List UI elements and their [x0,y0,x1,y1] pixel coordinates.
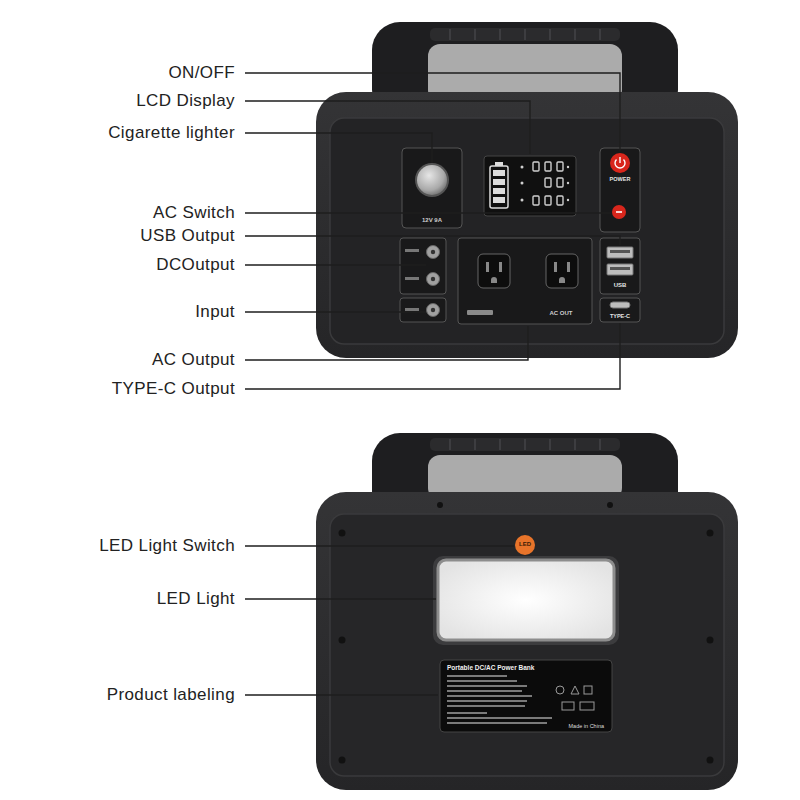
dc-port [427,246,440,259]
power-button [610,153,630,173]
usb-bay [600,238,640,294]
ac-outlet [478,254,510,288]
callout-label: AC Output [152,350,235,370]
led-frame [433,556,619,645]
port-mark [405,277,419,280]
label-heading: Portable DC/AC Power Bank [447,664,534,672]
typec-port [610,302,630,308]
back-panel [330,514,724,776]
callout-label: AC Switch [153,203,235,223]
leader-line [245,694,438,695]
handle-grip [430,28,620,41]
usb-port [607,247,633,258]
port-caption: AC OUT [550,310,573,317]
callout-label: Product labeling [107,685,235,705]
handle-grip [430,438,620,451]
button-caption: POWER [610,176,631,183]
port-mark [405,308,419,311]
callout-label: LED Light Switch [99,536,235,556]
segment-digits [533,162,563,205]
lcd-screen [484,156,576,216]
port-rating: 12V 9A [422,217,442,224]
brand-logo [467,310,493,315]
housing [316,492,738,790]
port-caption: TYPE-C [610,313,630,320]
power-symbol-bar [619,157,620,163]
switch-bay [600,148,640,232]
ac-switch-mark [616,211,622,213]
input-port [427,304,440,317]
callout-label: DCOutput [156,255,235,275]
ac-switch-button [612,205,626,219]
callout-label: ON/OFF [168,63,235,83]
usb-port [607,264,633,275]
ac-outlet [546,254,578,288]
led-light [438,560,614,640]
front-panel [330,118,724,344]
callout-label: LCD Display [136,91,235,111]
battery-icon [490,166,508,208]
leader-line [245,323,620,389]
typec-bay [600,298,640,322]
leader-line [245,311,426,312]
battery-cap [495,162,503,166]
screws [339,502,714,764]
callout-label: TYPE-C Output [112,379,235,399]
input-bay [400,298,446,322]
callout-label: Input [195,302,235,322]
lighter-socket [417,165,447,195]
dc-pin [431,250,435,254]
dc-bay [400,238,446,294]
back-view [316,433,738,790]
housing [316,92,738,358]
product-label [440,660,612,732]
label-origin: Made in China [569,723,604,730]
port-mark [405,249,419,252]
callout-label: Cigarette lighter [108,123,235,143]
button-caption: LED [519,541,531,548]
usb-tongue [610,250,630,253]
usb-tongue [610,267,630,270]
leader-lines [245,73,620,695]
callout-label: LED Light [157,589,235,609]
led-switch-button [515,535,535,555]
leader-line [245,264,426,265]
dc-port [427,273,440,286]
leader-line [245,101,530,154]
certification-icons [556,686,594,710]
grip-ridges [450,439,600,450]
leader-line [245,236,620,245]
grip-ridges [450,29,600,40]
callout-label: USB Output [140,226,235,246]
leader-line [245,133,432,163]
port-caption: USB [614,282,627,289]
lighter-rim [415,163,449,197]
leader-line [245,598,436,599]
leader-line [245,545,514,546]
leader-line [245,326,528,360]
label-fine-print [447,675,552,724]
input-pin [431,308,435,312]
dc-pin [431,277,435,281]
ac-bay [458,238,592,324]
leader-line [245,212,611,213]
battery-bars [493,170,505,203]
lcd-indicators [521,166,570,202]
